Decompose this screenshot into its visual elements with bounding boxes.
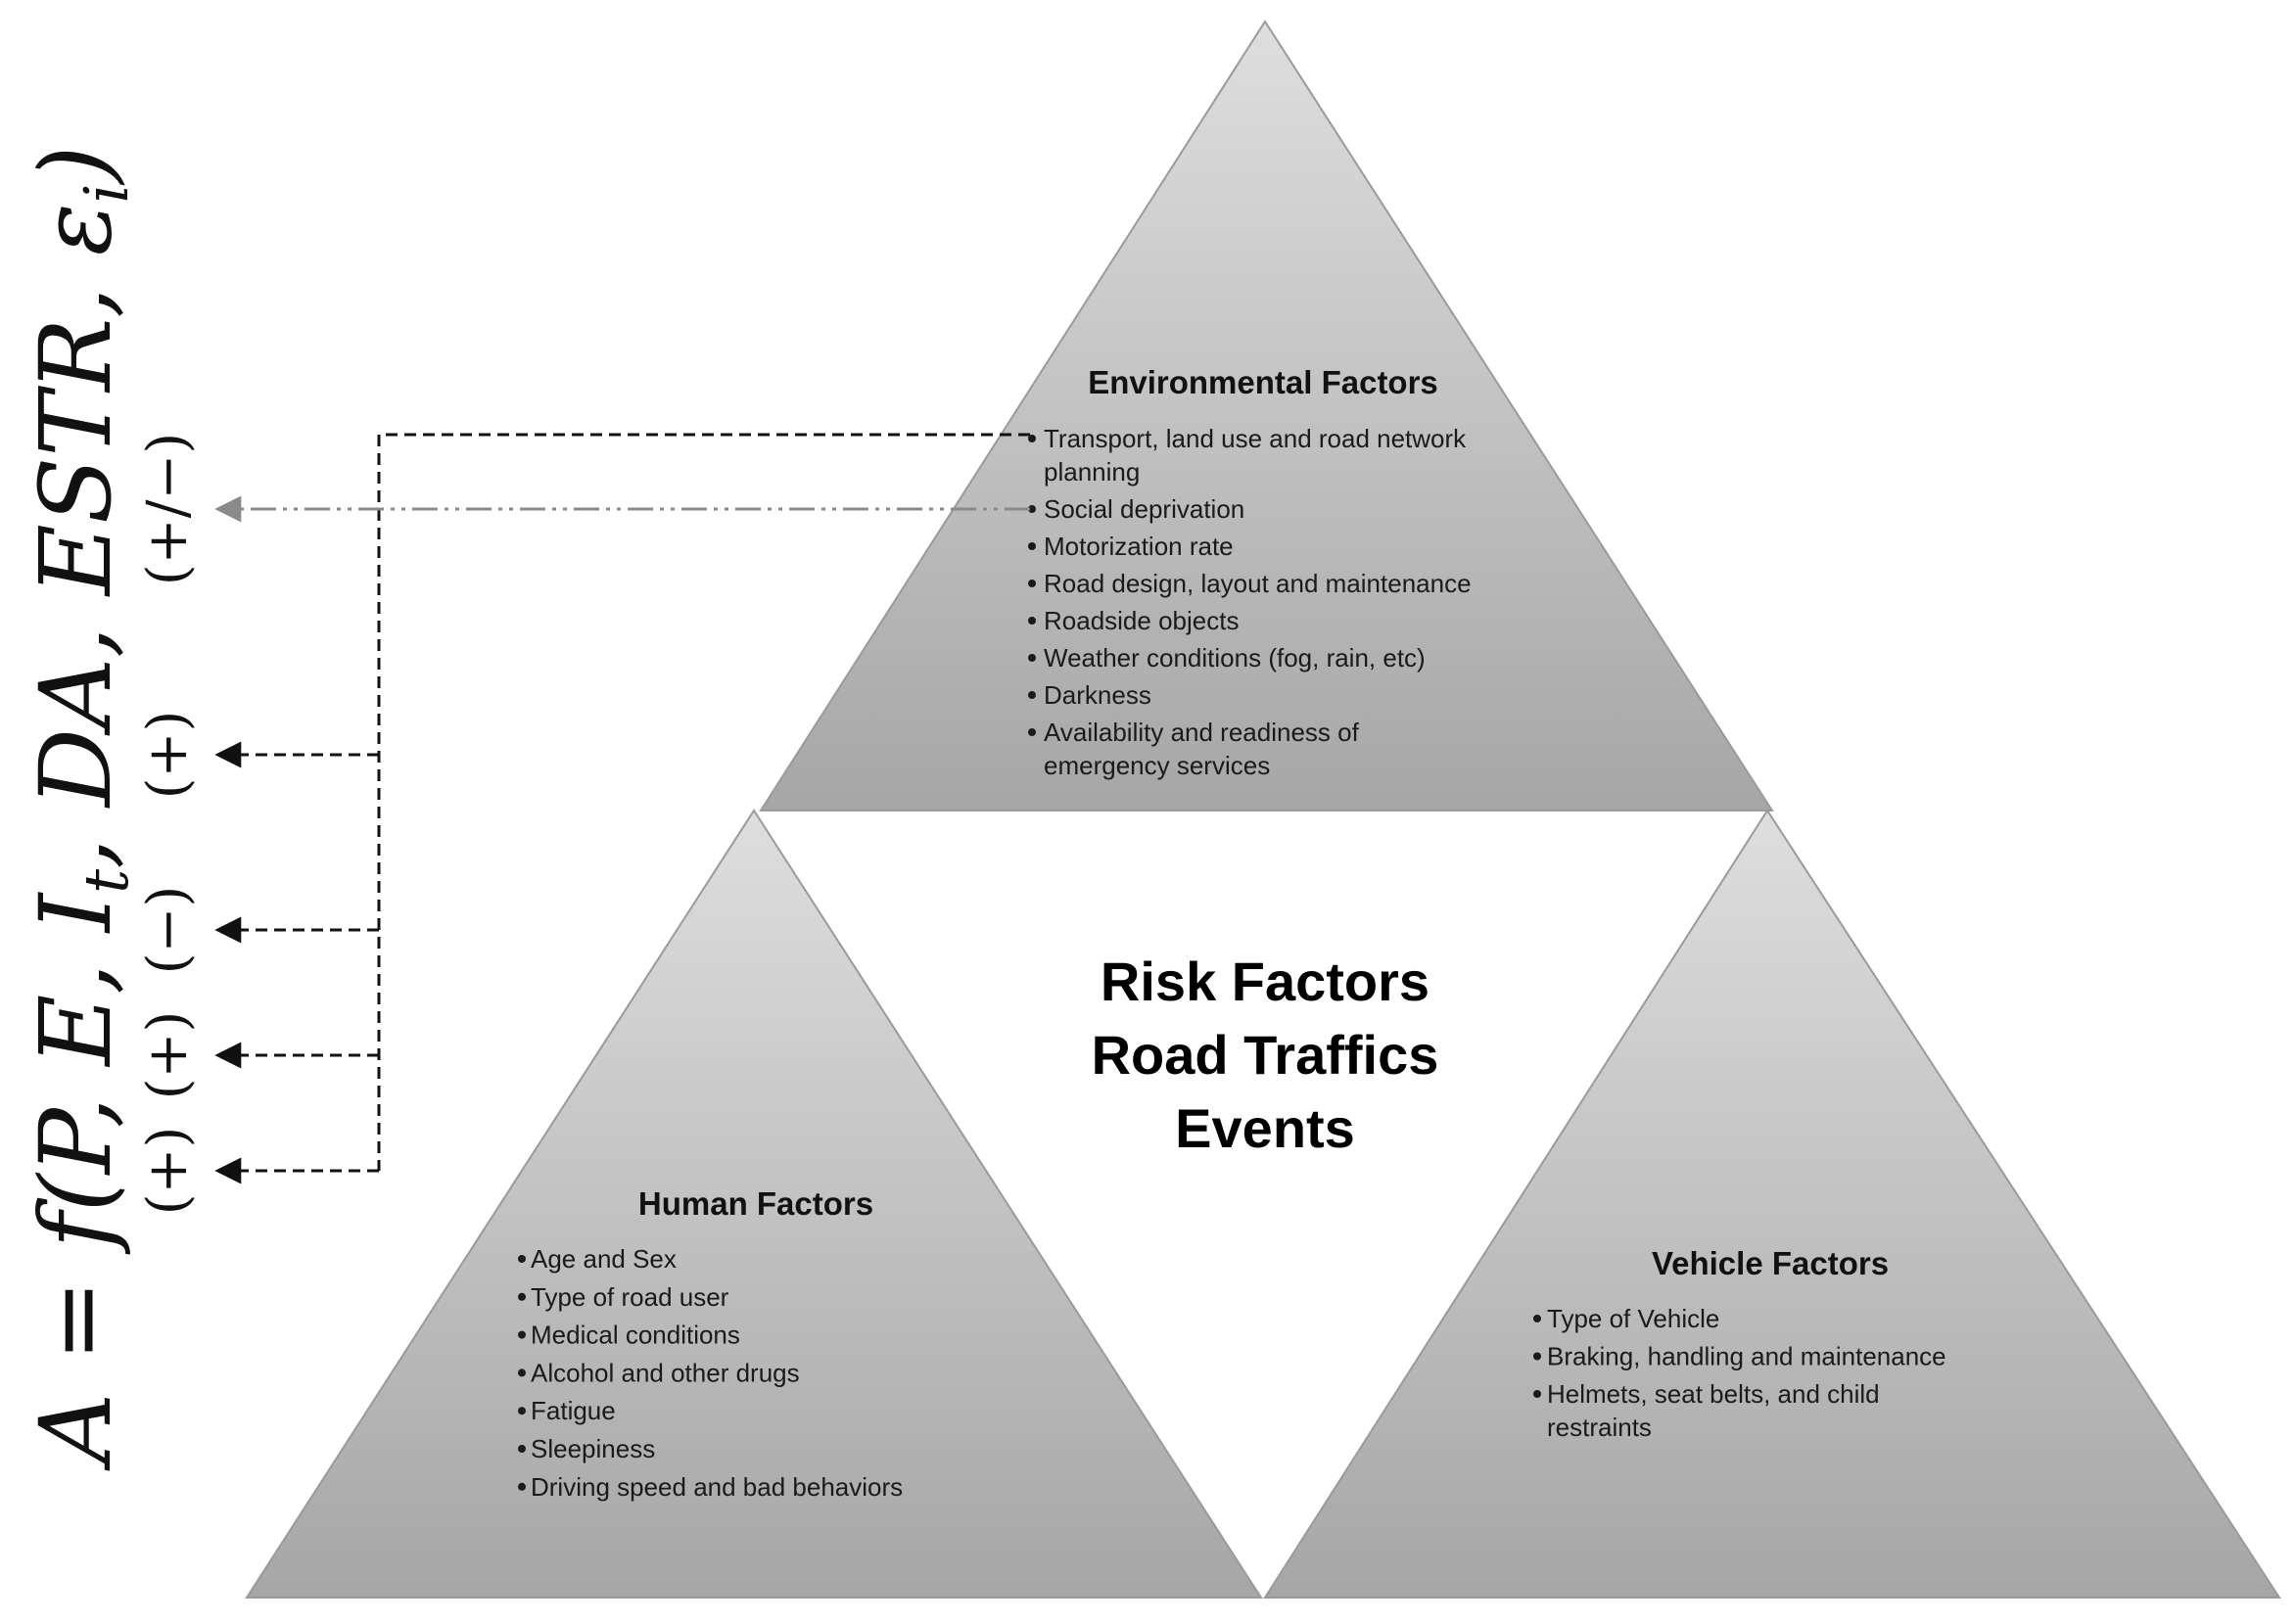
environmental-bullet-5 [1028, 617, 1036, 625]
formula-subscript-i: i [70, 184, 142, 204]
environmental-bullet-8 [1028, 728, 1036, 736]
human-item-7: Driving speed and bad behaviors [531, 1472, 903, 1502]
environmental-factors-list: Transport, land use and road network plan… [1028, 424, 1472, 780]
vehicle-item-3: Helmets, seat belts, and child [1547, 1379, 1880, 1409]
environmental-item-4: Road design, layout and maintenance [1044, 569, 1472, 598]
human-bullet-1 [518, 1255, 526, 1263]
human-bullet-3 [518, 1330, 526, 1339]
environmental-bullet-6 [1028, 654, 1036, 662]
human-item-5: Fatigue [531, 1396, 616, 1425]
human-item-4: Alcohol and other drugs [531, 1358, 800, 1387]
environmental-factors-title: Environmental Factors [1088, 364, 1438, 400]
environmental-bullet-2 [1028, 505, 1036, 513]
human-item-3: Medical conditions [531, 1321, 740, 1350]
connector-arrows [214, 433, 1030, 1184]
vehicle-item-1: Type of Vehicle [1547, 1304, 1719, 1333]
environmental-item-8: Availability and readiness of [1044, 718, 1360, 747]
environmental-item-1: Transport, land use and road network [1044, 424, 1467, 453]
center-title-line-2: Road Traffics [1092, 1024, 1439, 1086]
human-factors-title: Human Factors [638, 1185, 873, 1222]
vehicle-item-3-line-2: restraints [1547, 1413, 1652, 1442]
vehicle-factors-title: Vehicle Factors [1652, 1245, 1889, 1281]
center-title-line-3: Events [1175, 1097, 1355, 1159]
environmental-item-6: Weather conditions (fog, rain, etc) [1044, 643, 1426, 672]
environmental-item-2: Social deprivation [1044, 494, 1244, 524]
vehicle-bullet-3 [1533, 1390, 1541, 1398]
formula-subscript-t: t [70, 869, 142, 894]
environmental-item-7: Darkness [1044, 680, 1151, 710]
formula-part-1: A = f(P, E, I [19, 891, 133, 1471]
environmental-item-5: Roadside objects [1044, 606, 1239, 635]
environmental-item-1-line-2: planning [1044, 457, 1140, 487]
human-item-1: Age and Sex [531, 1244, 677, 1274]
environmental-triangle [759, 20, 1774, 812]
human-item-6: Sleepiness [531, 1434, 655, 1463]
sign-3: (−) [136, 886, 200, 975]
formula-part-3: ) [19, 146, 133, 186]
dashed-trunk-line [377, 433, 1030, 1171]
human-bullet-2 [518, 1292, 526, 1301]
sign-4: (+) [136, 711, 200, 800]
environmental-bullet-4 [1028, 580, 1036, 587]
vehicle-bullet-1 [1533, 1315, 1541, 1322]
environmental-item-3: Motorization rate [1044, 532, 1234, 561]
human-bullet-7 [518, 1482, 526, 1491]
sign-1: (+) [136, 1127, 200, 1216]
vehicle-item-2: Braking, handling and maintenance [1547, 1342, 1946, 1371]
human-bullet-6 [518, 1445, 526, 1453]
human-item-2: Type of road user [531, 1282, 729, 1312]
human-triangle [245, 809, 1263, 1599]
environmental-bullet-3 [1028, 542, 1036, 550]
environmental-bullet-1 [1028, 435, 1036, 442]
accident-formula: A = f(P, E, It, DA, ESTR, εi) [19, 146, 142, 1471]
human-bullet-4 [518, 1368, 526, 1377]
sign-2: (+) [136, 1011, 200, 1100]
vehicle-triangle [1263, 809, 2281, 1599]
human-bullet-5 [518, 1407, 526, 1415]
center-title-line-1: Risk Factors [1101, 951, 1429, 1012]
environmental-item-8-line-2: emergency services [1044, 751, 1270, 780]
environmental-bullet-7 [1028, 691, 1036, 699]
formula-part-2: , DA, ESTR, ε [19, 204, 133, 869]
sign-5: (+/−) [136, 433, 200, 585]
vehicle-bullet-2 [1533, 1352, 1541, 1361]
